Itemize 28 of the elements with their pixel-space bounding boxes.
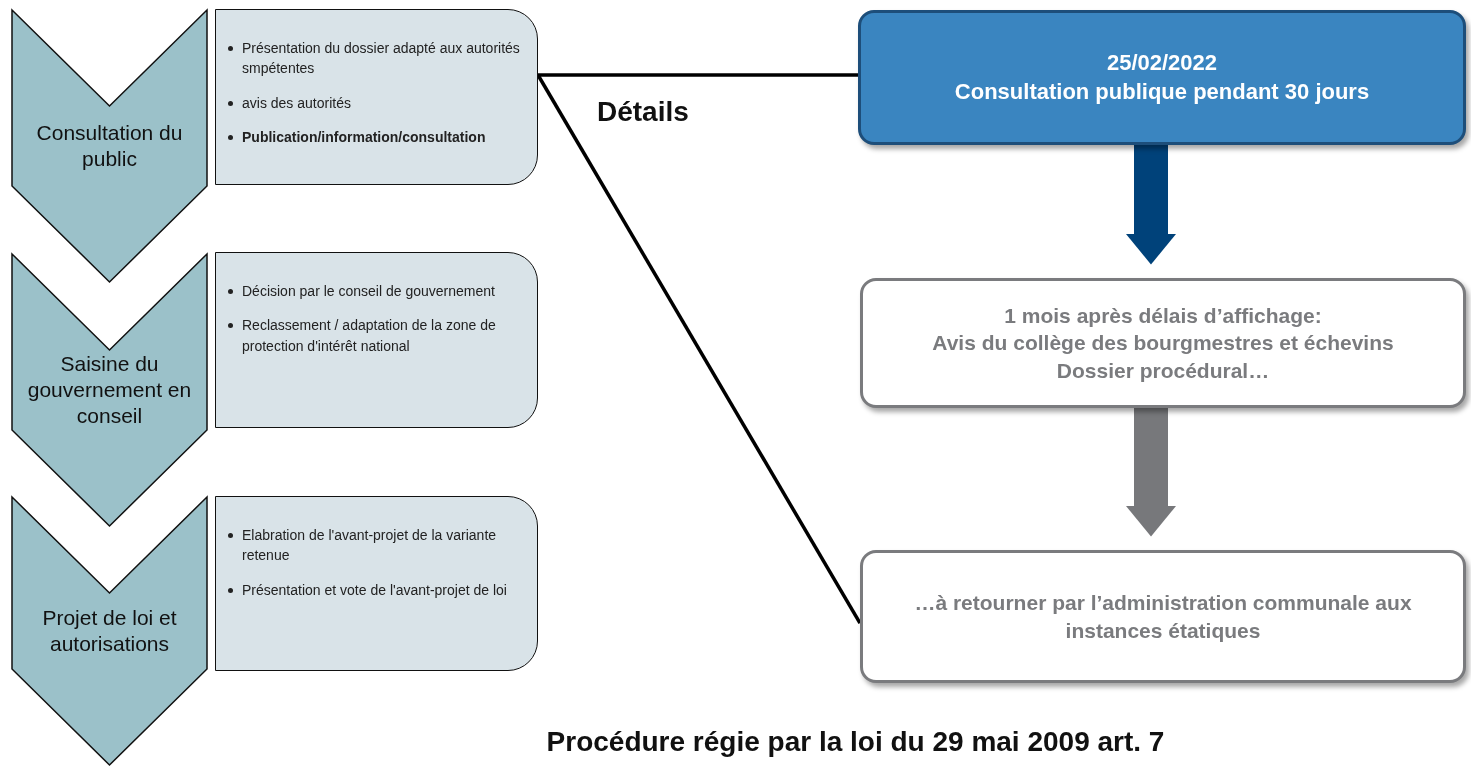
step-box	[858, 10, 1466, 145]
detail-box	[215, 496, 538, 671]
step-label: Consultation du public	[35, 119, 184, 172]
step-text: Avis du collège des bourgmestres et échevins	[932, 330, 1394, 357]
step-box	[860, 278, 1466, 408]
bullet-item: Elabration de l'avant-projet de la variante retenue	[226, 525, 523, 566]
detail-box	[215, 252, 538, 428]
step-text: 1 mois après délais d’affichage:	[1004, 303, 1322, 330]
step-text: 25/02/2022	[1106, 48, 1218, 77]
block-arrow	[1126, 408, 1176, 537]
step-text: Dossier procédural…	[1056, 357, 1270, 384]
step-text: …à retourner par l’administration communale aux instances étatiques	[913, 590, 1413, 644]
details-label: Détails	[597, 96, 689, 128]
connector-line	[536, 74, 862, 625]
step-text: Consultation publique pendant 30 jours	[954, 77, 1370, 106]
step-box	[860, 550, 1466, 683]
bullet-item: Décision par le conseil de gouvernement	[226, 281, 523, 302]
step-label: Saisine du gouvernement en conseil	[26, 350, 193, 430]
bullet-item: avis des autorités	[226, 92, 523, 113]
bullet-item: Reclassement / adaptation de la zone de protection d'intérêt national	[226, 315, 523, 356]
connector-line	[538, 73, 858, 77]
caption: Procédure régie par la loi du 29 mai 2009 art. 7	[546, 726, 1165, 757]
bullet-item: Présentation et vote de l'avant-projet de loi	[226, 579, 523, 600]
bullet-item: Présentation du dossier adapté aux autorités smpétentes	[226, 38, 523, 79]
bullet-item: Publication/information/consultation	[226, 126, 523, 148]
block-arrow	[1126, 145, 1176, 265]
step-label: Projet de loi et autorisations	[41, 604, 178, 657]
detail-box	[215, 9, 538, 185]
